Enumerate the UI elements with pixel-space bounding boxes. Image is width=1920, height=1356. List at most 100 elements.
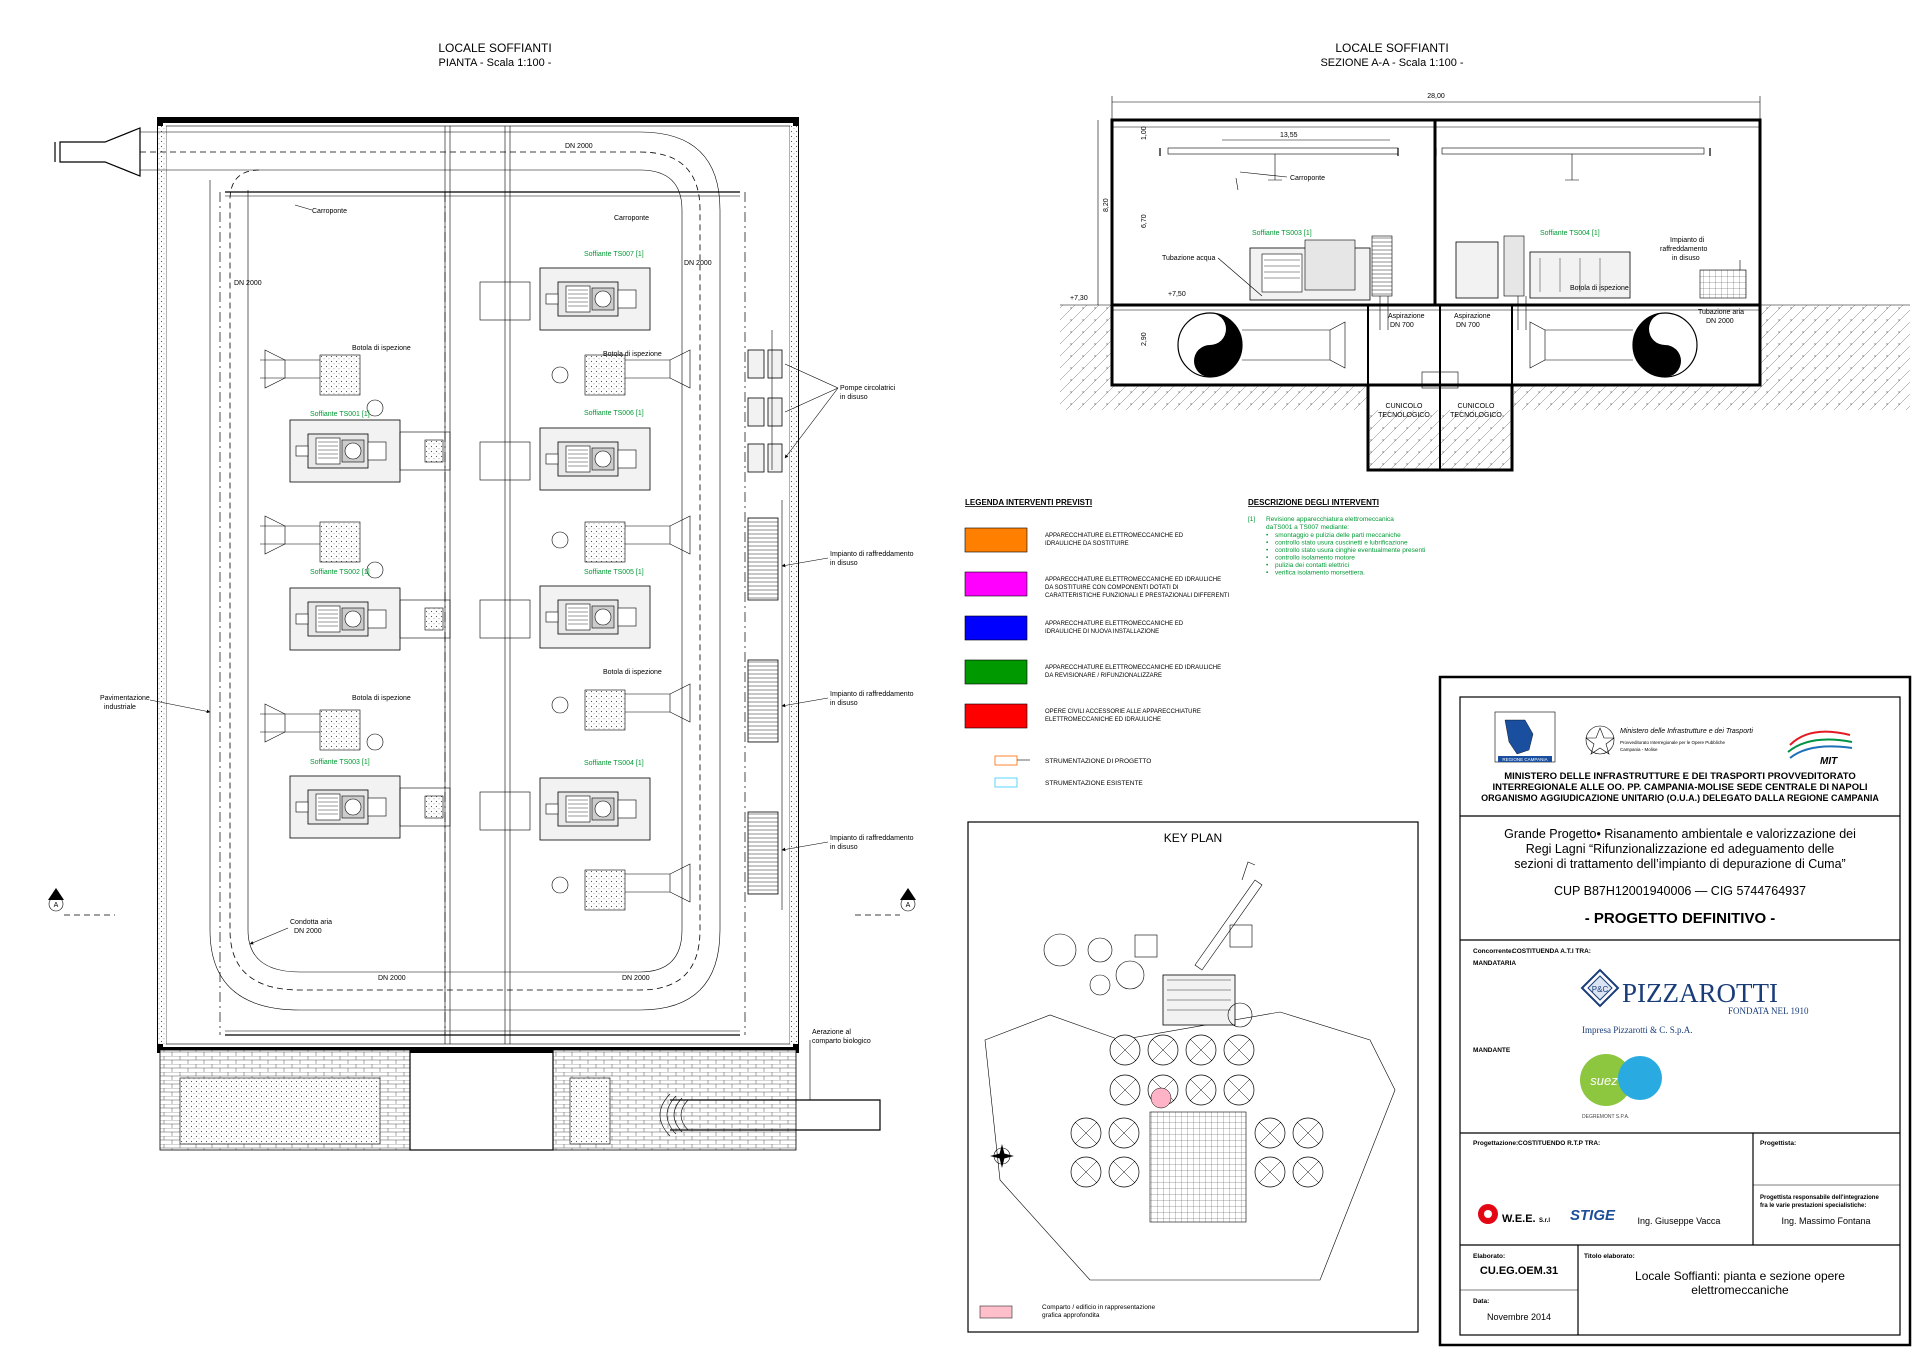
legend-title: LEGENDA INTERVENTI PREVISTI: [965, 498, 1092, 507]
progettazione-value: COSTITUENDO R.T.P TRA:: [1518, 1140, 1600, 1147]
project-line-3: sezioni di trattamento dell’impianto di …: [1514, 857, 1845, 871]
svg-text:S.r.l: S.r.l: [1539, 1218, 1550, 1224]
duct-right: [1529, 312, 1698, 378]
label-carroponte-1: Carroponte: [312, 208, 347, 215]
legend-swatch: [964, 571, 1028, 597]
dim-h-upper: 6,70: [1141, 214, 1148, 228]
label-raff-c2: in disuso: [830, 844, 858, 851]
label-condotta-1: Condotta aria: [290, 919, 332, 926]
svg-text:PIZZAROTTI: PIZZAROTTI: [1622, 978, 1778, 1008]
legend-item: APPARECCHIATURE ELETTROMECCANICHE EDIDRA…: [964, 527, 1184, 553]
blower-TS005: [479, 585, 691, 731]
clarifier-bridge: [1189, 1078, 1213, 1102]
plan-subtitle: PIANTA - Scala 1:100 -: [439, 57, 552, 69]
label-raff-b1: Impianto di raffreddamento: [830, 691, 914, 698]
dim-h-top: 1,00: [1141, 126, 1148, 140]
section-label-raff-3: in disuso: [1672, 255, 1700, 262]
label-botola-3: Botola di ispezione: [603, 669, 662, 676]
plan-title: LOCALE SOFFIANTI: [438, 41, 551, 55]
description-title: DESCRIZIONE DEGLI INTERVENTI: [1248, 498, 1379, 507]
logo-regione-campania: REGIONE CAMPANIA: [1494, 711, 1556, 763]
legend-item: APPARECCHIATURE ELETTROMECCANICHE ED IDR…: [964, 571, 1229, 599]
description-bullet: verifica isolamento morsettiera.: [1275, 570, 1365, 577]
concorrente-label: Concorrente:: [1473, 948, 1514, 955]
blower-TS004: [479, 777, 691, 911]
clarifier-bridge: [1296, 1160, 1320, 1184]
description-line-2: daTS001 a TS007 mediante:: [1266, 524, 1349, 531]
level-1: +7,30: [1070, 295, 1088, 302]
label-aerazione-2: comparto biologico: [812, 1038, 871, 1045]
dim-half: 13,55: [1280, 132, 1298, 139]
svg-text:Campania - Molise: Campania - Molise: [1620, 747, 1658, 752]
bullet-marker: •: [1266, 562, 1269, 569]
legend-text: APPARECCHIATURE ELETTROMECCANICHE ED IDR…: [1045, 577, 1221, 583]
legend-text: DA SOSTITUIRE CON COMPONENTI DOTATI DI: [1045, 585, 1179, 591]
legend-text: IDRAULICHE DI NUOVA INSTALLAZIONE: [1045, 629, 1159, 635]
section-label-raff-2: raffreddamento: [1660, 246, 1707, 253]
clarifier-bridge: [1227, 1038, 1251, 1062]
logo-ministero: Ministero delle Infrastrutture e dei Tra…: [1585, 725, 1753, 755]
section-label-asp-2a: Aspirazione: [1454, 313, 1491, 320]
keyplan-legend-2: grafica approfondita: [1042, 1312, 1100, 1319]
project-phase: - PROGETTO DEFINITIVO -: [1585, 910, 1776, 927]
circulation-pumps: [747, 330, 783, 473]
svg-text:suez: suez: [1590, 1073, 1618, 1088]
legend-swatch: [964, 615, 1028, 641]
fontana: Ing. Massimo Fontana: [1781, 1216, 1870, 1226]
elaborato-label: Elaborato:: [1473, 1253, 1505, 1260]
section-blower-ts004: [1455, 235, 1631, 330]
clarifier-bridge: [1113, 1078, 1137, 1102]
legend-swatch: [964, 659, 1028, 685]
svg-text:Provveditorato Interregionale: Provveditorato Interregionale per le Ope…: [1620, 740, 1726, 745]
legend-text: DA REVISIONARE / RIFUNZIONALIZZARE: [1045, 673, 1162, 679]
legend-swatch: [964, 527, 1028, 553]
clarifier-bridge: [1113, 1038, 1137, 1062]
section-blower-ts003: [1249, 235, 1393, 330]
titolo-label: Titolo elaborato:: [1584, 1253, 1635, 1260]
section-label-asp-1a: Aspirazione: [1388, 313, 1425, 320]
label-pavimentazione-1: Pavimentazione: [100, 695, 150, 702]
svg-text:REGIONE CAMPANIA: REGIONE CAMPANIA: [1502, 757, 1547, 762]
logo-wee: W.E.E. S.r.l: [1478, 1204, 1550, 1225]
vacca: Ing. Giuseppe Vacca: [1638, 1216, 1721, 1226]
duct-left: [1177, 312, 1346, 378]
section-label-asp-1b: DN 700: [1390, 322, 1414, 329]
logo-suez: suez DEGREMONT S.P.A.: [1580, 1054, 1662, 1120]
section-label-tubazione: Tubazione acqua: [1162, 255, 1216, 262]
svg-text:P&C: P&C: [1592, 985, 1609, 994]
label-ts004: Soffiante TS004 [1]: [584, 760, 644, 767]
legend-item: APPARECCHIATURE ELETTROMECCANICHE ED IDR…: [964, 659, 1221, 685]
bullet-marker: •: [1266, 532, 1269, 539]
legend-text: OPERE CIVILI ACCESSORIE ALLE APPARECCHIA…: [1045, 709, 1201, 715]
key-plan: KEY PLAN Comparto / edificio in rapprese: [967, 821, 1419, 1333]
label-botola-4: Botola di ispezione: [352, 695, 411, 702]
description-line-1: Revisione apparecchiatura elettromeccani…: [1266, 516, 1394, 523]
section-label-carroponte: Carroponte: [1290, 175, 1325, 182]
legend-text: CARATTERISTICHE FUNZIONALI E PRESTAZIONA…: [1045, 593, 1229, 599]
label-ts001: Soffiante TS001 [1]: [310, 411, 370, 418]
logo-pizzarotti: P&C PIZZAROTTI FONDATA NEL 1910 Impresa …: [1580, 968, 1809, 1035]
label-raff-c1: Impianto di raffreddamento: [830, 835, 914, 842]
legend-item: APPARECCHIATURE ELETTROMECCANICHE EDIDRA…: [964, 615, 1184, 641]
legend-text: APPARECCHIATURE ELETTROMECCANICHE ED IDR…: [1045, 665, 1221, 671]
label-carroponte-2: Carroponte: [614, 215, 649, 222]
label-raff-a1: Impianto di raffreddamento: [830, 551, 914, 558]
svg-text:STRUMENTAZIONE DI PROGETTO: STRUMENTAZIONE DI PROGETTO: [1045, 758, 1151, 765]
title-block: REGIONE CAMPANIA Ministero delle Infrast…: [1438, 675, 1912, 1347]
bullet-marker: •: [1266, 570, 1269, 577]
bullet-marker: •: [1266, 547, 1269, 554]
section-label-botola: Botola di ispezione: [1570, 285, 1629, 292]
label-raff-a2: in disuso: [830, 560, 858, 567]
svg-text:MIT: MIT: [1820, 756, 1838, 767]
mandataria-label: MANDATARIA: [1473, 960, 1516, 967]
bullet-marker: •: [1266, 555, 1269, 562]
description-bullet: pulizia dei contatti elettrici: [1275, 562, 1349, 569]
data-value: Novembre 2014: [1487, 1312, 1551, 1322]
resp-line-2: fra le varie prestazioni specialistiche:: [1760, 1203, 1866, 1209]
resp-line-1: Progettista responsabile dell'integrazio…: [1760, 1195, 1879, 1201]
section-view: 28,00 13,55 8,20 6,70 1,00 2,90 +7,30 +7…: [1060, 93, 1910, 472]
svg-text:Impresa Pizzarotti & C. S.p.A.: Impresa Pizzarotti & C. S.p.A.: [1582, 1025, 1692, 1035]
label-condotta-2: DN 2000: [294, 928, 322, 935]
label-ts006: Soffiante TS006 [1]: [584, 410, 644, 417]
